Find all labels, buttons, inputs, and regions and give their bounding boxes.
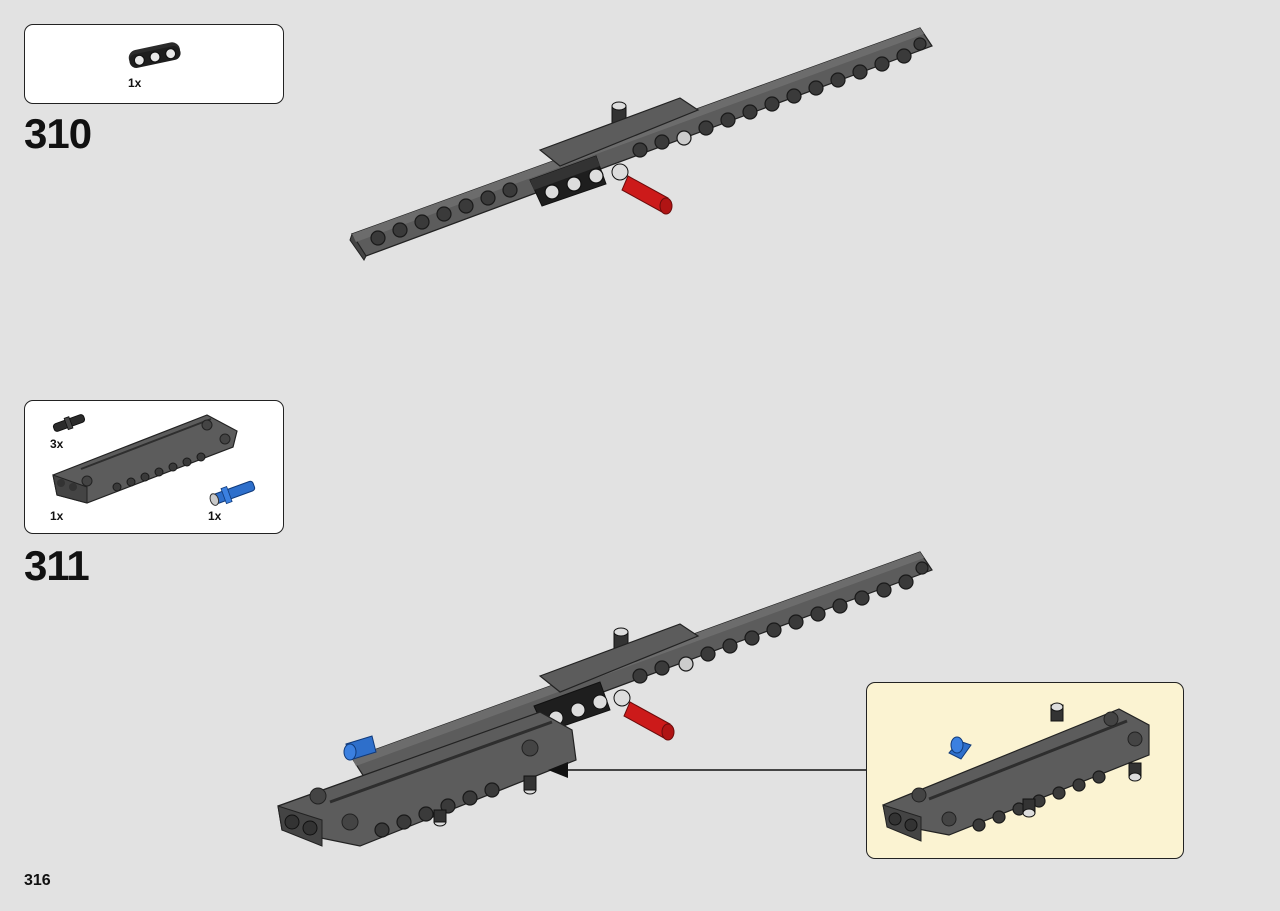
blue-pin-icon	[343, 735, 377, 761]
arrow-icon	[548, 762, 866, 778]
red-pin-icon	[611, 163, 673, 215]
page-number: 316	[24, 872, 51, 889]
blue-axle-pin-icon	[209, 480, 256, 506]
parts-list-310: 1x	[24, 24, 284, 104]
step-number-310: 310	[24, 110, 92, 157]
beam-holes	[370, 37, 927, 246]
parts-list-311: 3x 1x 1x	[24, 400, 284, 534]
black-friction-pin-icon	[52, 414, 86, 432]
long-beam-icon	[349, 27, 933, 261]
panel-icon	[277, 711, 577, 847]
panel-icon	[52, 414, 238, 504]
black-3-hole-beam-icon	[128, 42, 181, 68]
part-quantity: 3x	[50, 437, 64, 451]
black-beam-icon	[529, 155, 607, 207]
part-quantity: 1x	[128, 76, 142, 90]
detail-callout	[866, 682, 1184, 859]
panel-detail-icon	[882, 702, 1150, 842]
part-quantity: 1x	[50, 509, 64, 523]
part-quantity: 1x	[208, 509, 222, 523]
step-number-311: 311	[24, 542, 90, 589]
